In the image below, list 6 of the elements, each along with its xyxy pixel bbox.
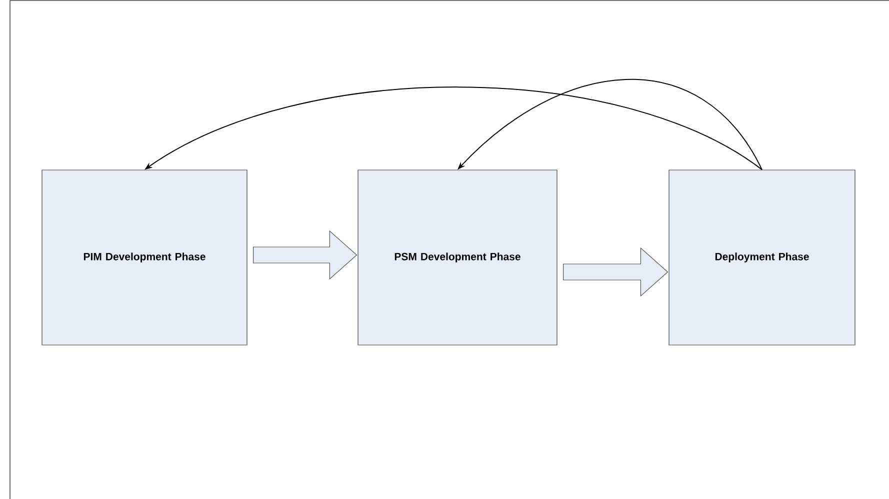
curved-arrow: [458, 78, 762, 170]
block-arrow: [253, 230, 358, 280]
phase-box: PSM Development Phase: [358, 170, 558, 346]
block-arrow: [563, 247, 668, 297]
phase-box: Deployment Phase: [668, 170, 856, 346]
phase-box: PIM Development Phase: [42, 170, 248, 346]
